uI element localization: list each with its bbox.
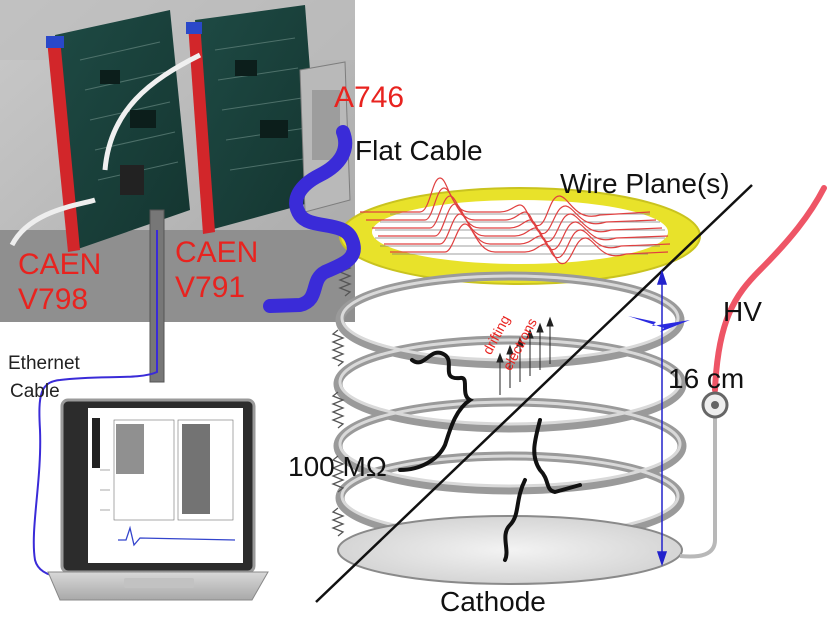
hv-cable xyxy=(679,185,827,559)
signal-waveforms xyxy=(360,177,671,265)
length-dimension xyxy=(656,269,668,567)
electronics-photo xyxy=(0,0,355,383)
lightning-bolt-icon xyxy=(628,316,690,332)
label-caen-v791-top: CAEN xyxy=(175,236,259,269)
label-flat-cable: Flat Cable xyxy=(355,135,483,166)
field-cage-rings xyxy=(333,271,687,545)
label-cathode: Cathode xyxy=(440,586,546,617)
label-a746: A746 xyxy=(334,81,405,114)
label-ethernet-top: Ethernet xyxy=(8,353,80,374)
cathode-plate xyxy=(337,515,683,585)
hv-connector-icon xyxy=(701,391,729,419)
label-caen-v791-bottom: V791 xyxy=(175,271,246,304)
particle-track xyxy=(315,184,753,603)
label-hv: HV xyxy=(723,296,762,327)
label-length: 16 cm xyxy=(668,363,745,394)
label-resistor: 100 MΩ xyxy=(288,451,387,482)
label-caen-v798-bottom: V798 xyxy=(18,283,89,316)
label-caen-v798-top: CAEN xyxy=(18,248,102,281)
electron-paths xyxy=(398,350,582,562)
flat-cable xyxy=(263,125,361,313)
label-ethernet-bottom: Cable xyxy=(10,381,60,402)
laptop xyxy=(47,398,269,601)
label-wire-planes: Wire Plane(s) xyxy=(560,168,730,199)
drift-arrows xyxy=(496,316,554,395)
